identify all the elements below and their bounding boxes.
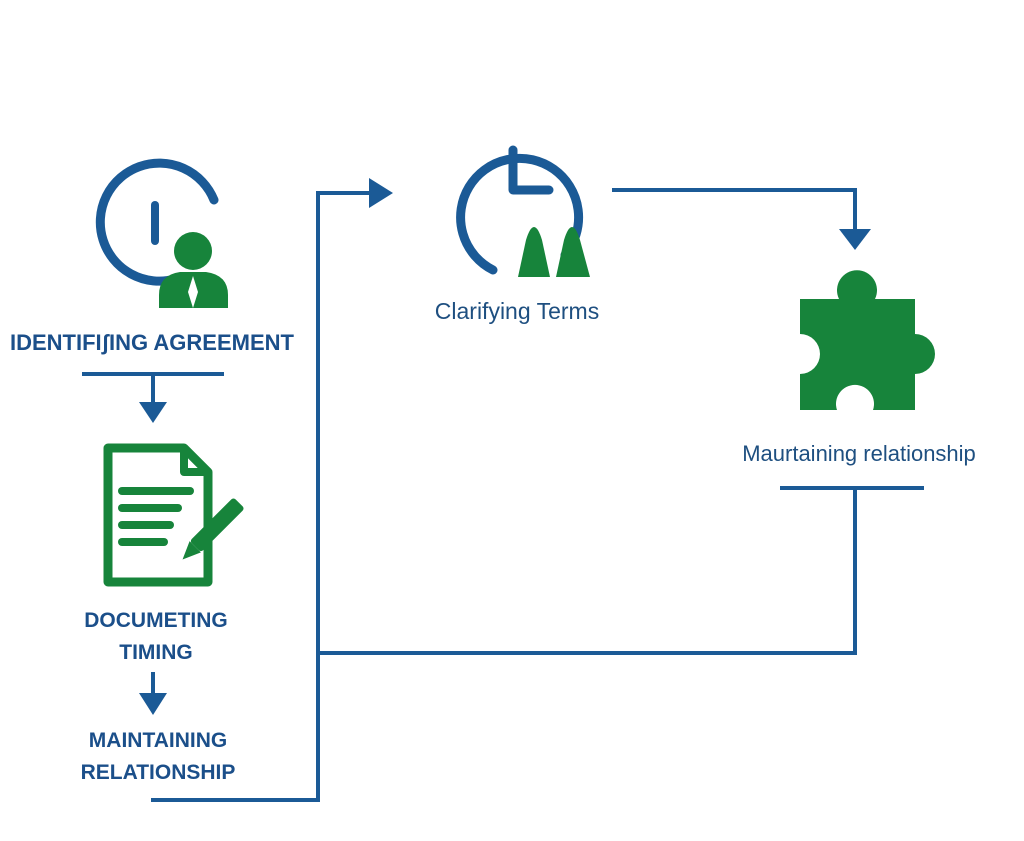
- arrowhead-down-1: [139, 402, 167, 423]
- connector-clarify-to-puzzle: [612, 188, 857, 232]
- clock-person-icon: [95, 158, 228, 308]
- connectors: [82, 188, 924, 802]
- connector-loop-back: [316, 488, 857, 655]
- node-label-documenting-line1: DOCUMETING: [84, 609, 228, 632]
- node-label-maintaining-line1: MAINTAINING: [88, 729, 228, 752]
- document-pen-icon: [103, 443, 244, 587]
- arrowhead-right: [369, 178, 393, 208]
- puzzle-piece-icon: [800, 270, 935, 410]
- node-label-clarifying-terms: Clarifying Terms: [434, 298, 600, 324]
- node-label-identifying-agreement: IDENTIFIʃING AGREEMENT: [10, 330, 294, 355]
- node-label-maintaining-relationship: Maurtaining relationship: [742, 441, 976, 466]
- arrowheads: [139, 178, 871, 715]
- arrowhead-down-puzzle: [839, 229, 871, 250]
- node-label-documenting-line2: TIMING: [119, 641, 193, 664]
- arrowhead-down-2: [139, 693, 167, 715]
- node-label-maintaining-line2: RELATIONSHIP: [80, 761, 236, 784]
- clock-people-icon: [456, 145, 590, 277]
- connector-maintain-to-clarify: [151, 191, 374, 802]
